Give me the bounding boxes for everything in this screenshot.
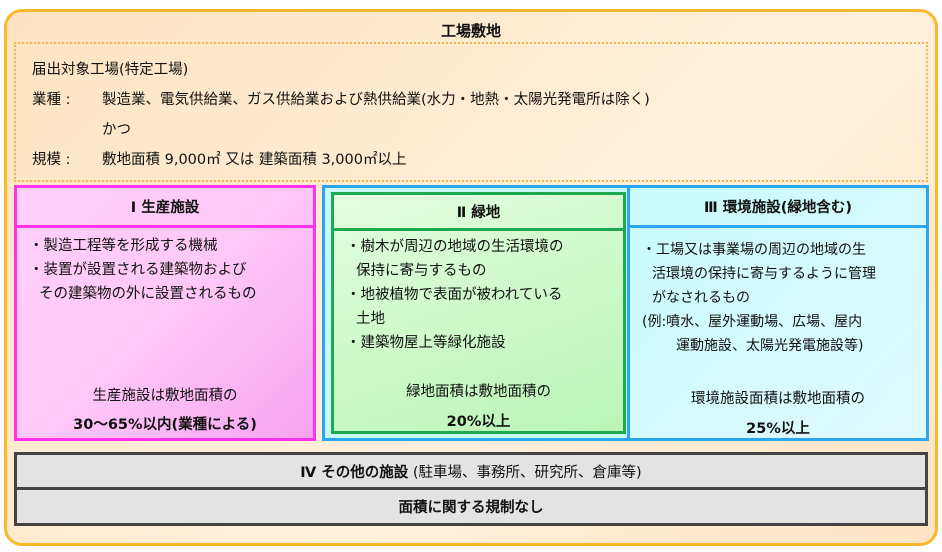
green-items: ・樹木が周辺の地域の生活環境の 保持に寄与するもの ・地被植物で表面が被われてい… — [346, 235, 617, 355]
industry-label: 業種 : — [32, 92, 71, 108]
other-facilities-box: Ⅳ その他の施設 (駐車場、事務所、研究所、倉庫等) 面積に関する規制なし — [14, 452, 928, 526]
requirements-heading: 届出対象工場(特定工場) — [32, 62, 189, 78]
list-item: 土地 — [356, 311, 385, 327]
list-item: 活環境の保持に寄与するように管理 — [652, 266, 876, 282]
list-item: ・建築物屋上等緑化施設 — [346, 335, 506, 351]
other-examples: (駐車場、事務所、研究所、倉庫等) — [412, 464, 642, 481]
list-item: ・製造工程等を形成する機械 — [29, 238, 218, 254]
production-facilities-box: Ⅰ 生産施設 ・製造工程等を形成する機械 ・装置が設置される建築物および その建… — [14, 185, 316, 441]
requirements-box: 届出対象工場(特定工場) 業種 : 製造業、電気供給業、ガス供給業および熱供給業(… — [14, 42, 928, 182]
scale-line: 規模 : 敷地面積 9,000㎡ 又は 建築面積 3,000㎡以上 — [32, 148, 406, 169]
green-note: 緑地面積は敷地面積の — [406, 384, 551, 400]
production-ratio: 30～65%以内(業種による) — [73, 417, 257, 433]
industry-value: 製造業、電気供給業、ガス供給業および熱供給業(水力・地熱・太陽光発電所は除く) — [102, 92, 650, 108]
green-space-box: Ⅱ 緑地 ・樹木が周辺の地域の生活環境の 保持に寄与するもの ・地被植物で表面が… — [331, 192, 626, 434]
industry-line: 業種 : 製造業、電気供給業、ガス供給業および熱供給業(水力・地熱・太陽光発電所は… — [32, 88, 650, 109]
list-item: その建築物の外に設置されるもの — [39, 286, 257, 302]
other-header: Ⅳ その他の施設 — [300, 464, 409, 481]
conjunction: かつ — [102, 122, 131, 138]
list-item: ・工場又は事業場の周辺の地域の生 — [642, 242, 866, 258]
environment-ratio: 25%以上 — [746, 421, 810, 437]
environmental-facilities-box: Ⅲ 環境施設(緑地含む) ・工場又は事業場の周辺の地域の生 活環境の保持に寄与す… — [627, 188, 926, 438]
green-header: Ⅱ 緑地 — [334, 195, 623, 231]
production-note: 生産施設は敷地面積の — [92, 388, 238, 404]
environment-items: ・工場又は事業場の周辺の地域の生 活環境の保持に寄与するように管理 がなされるも… — [642, 238, 920, 358]
scale-value: 敷地面積 9,000㎡ 又は 建築面積 3,000㎡以上 — [102, 152, 407, 168]
list-item: ・樹木が周辺の地域の生活環境の — [346, 239, 564, 255]
environment-header: Ⅲ 環境施設(緑地含む) — [630, 188, 926, 228]
scale-label: 規模 : — [32, 152, 71, 168]
production-header: Ⅰ 生産施設 — [17, 188, 313, 228]
list-item: 運動施設、太陽光発電施設等) — [676, 338, 864, 354]
other-rule: 面積に関する規制なし — [398, 500, 544, 516]
list-item: (例:噴水、屋外運動場、広場、屋内 — [642, 314, 863, 330]
environment-group-box: Ⅱ 緑地 ・樹木が周辺の地域の生活環境の 保持に寄与するもの ・地被植物で表面が… — [322, 185, 929, 441]
list-item: がなされるもの — [652, 290, 750, 306]
production-items: ・製造工程等を形成する機械 ・装置が設置される建築物および その建築物の外に設置… — [29, 234, 307, 306]
diagram-title: 工場敷地 — [440, 22, 501, 40]
list-item: ・装置が設置される建築物および — [29, 262, 247, 278]
list-item: 保持に寄与するもの — [356, 263, 487, 279]
green-ratio: 20%以上 — [446, 414, 511, 430]
list-item: ・地被植物で表面が被われている — [346, 287, 563, 303]
environment-note: 環境施設面積は敷地面積の — [691, 391, 865, 407]
